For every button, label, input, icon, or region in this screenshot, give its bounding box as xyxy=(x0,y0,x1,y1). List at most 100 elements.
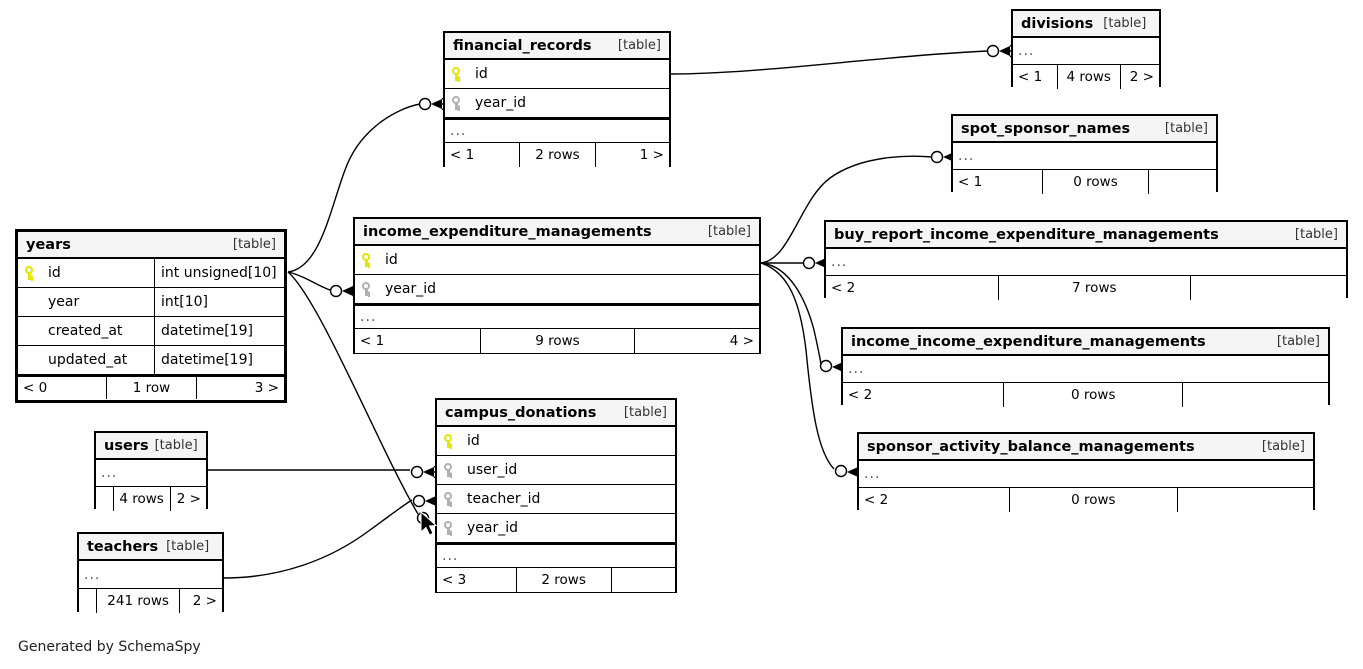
table-teachers-tag: [table] xyxy=(166,539,210,554)
column-years-updated_at[interactable]: updated_at datetime[19] xyxy=(18,346,284,375)
footer-parents[interactable]: < 1 xyxy=(958,174,983,190)
more-columns-ellipsis[interactable]: ... xyxy=(437,543,675,568)
footer-parents[interactable]: < 0 xyxy=(23,380,48,396)
footer-children[interactable]: 2 > xyxy=(179,589,222,613)
column-name: id xyxy=(467,433,480,449)
table-buy_report-header: buy_report_income_expenditure_management… xyxy=(826,222,1346,249)
footer-parents[interactable]: < 1 xyxy=(450,147,475,163)
edge-financial_records-divisions xyxy=(670,50,989,75)
table-campus_donations[interactable]: campus_donations [table] id user_id teac… xyxy=(435,398,677,593)
table-spot_sponsor_names[interactable]: spot_sponsor_names [table] ... < 1 0 row… xyxy=(951,114,1218,194)
footer-rowcount: 241 rows xyxy=(96,589,179,613)
column-campus_donations-user_id[interactable]: user_id xyxy=(437,456,675,485)
table-years-tag: [table] xyxy=(232,237,276,252)
table-years-header: years [table] xyxy=(18,232,284,259)
table-divisions-tag: [table] xyxy=(1103,16,1147,31)
footer-children[interactable]: 1 > xyxy=(595,143,669,167)
table-divisions-name: divisions xyxy=(1021,15,1094,32)
table-financial_records[interactable]: financial_records [table] id year_id ...… xyxy=(443,31,671,167)
column-financial_records-year_id[interactable]: year_id xyxy=(445,89,669,118)
footer-parents[interactable]: < 2 xyxy=(848,387,873,403)
footer-parents[interactable]: < 1 xyxy=(1018,69,1043,85)
column-financial_records-id[interactable]: id xyxy=(445,60,669,89)
footer-parents[interactable] xyxy=(96,487,113,511)
column-campus_donations-year_id[interactable]: year_id xyxy=(437,514,675,543)
footer-rowcount: 0 rows xyxy=(1042,170,1147,194)
column-years-id[interactable]: id int unsigned[10] xyxy=(18,259,284,288)
table-spot_sponsor_names-name: spot_sponsor_names xyxy=(961,120,1131,137)
footer-parents[interactable]: < 2 xyxy=(864,492,889,508)
table-divisions-header: divisions [table] xyxy=(1013,11,1159,38)
table-users-footer: 4 rows 2 > xyxy=(96,487,206,511)
table-sponsor_activity_balance_managements[interactable]: sponsor_activity_balance_managements [ta… xyxy=(857,432,1315,512)
footer-parents[interactable]: < 2 xyxy=(831,280,856,296)
table-buy_report_income_expenditure_managements[interactable]: buy_report_income_expenditure_management… xyxy=(824,220,1348,300)
footer-children[interactable]: 3 > xyxy=(196,377,284,399)
footer-children[interactable] xyxy=(1182,383,1328,407)
foreign-key-icon xyxy=(361,281,371,297)
table-income_expenditure_managements[interactable]: income_expenditure_managements [table] i… xyxy=(353,217,761,354)
footer-children[interactable]: 2 > xyxy=(1119,65,1159,89)
more-columns-ellipsis[interactable]: ... xyxy=(445,118,669,143)
more-columns-ellipsis[interactable]: ... xyxy=(96,460,206,487)
column-left: year_id xyxy=(437,520,675,536)
table-income_income-footer: < 2 0 rows xyxy=(843,383,1328,407)
primary-key-icon xyxy=(443,433,453,449)
foreign-key-icon xyxy=(443,491,453,507)
table-divisions[interactable]: divisions [table] ... < 1 4 rows 2 > xyxy=(1011,9,1161,89)
foreign-key-icon xyxy=(451,95,461,111)
column-left: id xyxy=(437,433,675,449)
footer-parents[interactable]: < 3 xyxy=(442,572,467,588)
footer-children[interactable] xyxy=(1189,276,1346,300)
primary-key-icon xyxy=(451,66,461,82)
column-name: id xyxy=(385,252,398,268)
column-years-created_at[interactable]: created_at datetime[19] xyxy=(18,317,284,346)
more-columns-ellipsis[interactable]: ... xyxy=(79,561,222,589)
footer-children[interactable]: 2 > xyxy=(169,487,206,511)
table-income_expenditure_managements-name: income_expenditure_managements xyxy=(363,223,652,240)
footer-parents[interactable]: < 1 xyxy=(360,333,385,349)
footer-children[interactable]: 4 > xyxy=(633,329,759,353)
edge-teachers-campus_donations xyxy=(223,499,413,579)
more-columns-ellipsis[interactable]: ... xyxy=(843,356,1328,383)
footer-rowcount: 9 rows xyxy=(480,329,634,353)
footer-children[interactable] xyxy=(1147,170,1216,194)
table-income_income_expenditure_managements[interactable]: income_income_expenditure_managements [t… xyxy=(841,327,1330,407)
table-years[interactable]: years [table] id int unsigned[10] year i… xyxy=(15,229,287,403)
table-spot_sponsor_names-header: spot_sponsor_names [table] xyxy=(953,116,1216,143)
table-users[interactable]: users [table] ... 4 rows 2 > xyxy=(94,431,208,511)
column-years-year-left: year xyxy=(18,294,154,310)
more-columns-ellipsis[interactable]: ... xyxy=(355,304,759,329)
footer-children[interactable] xyxy=(610,568,675,592)
footer-children[interactable] xyxy=(1176,488,1313,512)
column-left: year_id xyxy=(355,281,759,297)
column-campus_donations-teacher_id[interactable]: teacher_id xyxy=(437,485,675,514)
column-name: year_id xyxy=(385,281,437,297)
column-type: int[10] xyxy=(154,288,284,316)
column-left: id xyxy=(355,252,759,268)
more-columns-ellipsis[interactable]: ... xyxy=(1013,38,1159,65)
table-financial_records-footer: < 1 2 rows 1 > xyxy=(445,143,669,167)
primary-key-icon xyxy=(24,265,34,281)
more-columns-ellipsis[interactable]: ... xyxy=(859,461,1313,488)
column-name: id xyxy=(48,265,61,281)
footer-parents[interactable] xyxy=(79,589,96,613)
table-income_income-header: income_income_expenditure_managements [t… xyxy=(843,329,1328,356)
foreign-key-icon xyxy=(443,462,453,478)
column-type: datetime[19] xyxy=(154,346,284,374)
table-years-footer: < 0 1 row 3 > xyxy=(18,375,284,399)
table-teachers[interactable]: teachers [table] ... 241 rows 2 > xyxy=(77,532,224,613)
footer-rowcount: 4 rows xyxy=(1056,65,1120,89)
column-left: year_id xyxy=(445,95,669,111)
column-years-year[interactable]: year int[10] xyxy=(18,288,284,317)
column-campus_donations-id[interactable]: id xyxy=(437,427,675,456)
column-iem-id[interactable]: id xyxy=(355,246,759,275)
more-columns-ellipsis[interactable]: ... xyxy=(826,249,1346,276)
column-iem-year_id[interactable]: year_id xyxy=(355,275,759,304)
table-users-name: users xyxy=(104,437,149,454)
table-users-tag: [table] xyxy=(154,438,198,453)
more-columns-ellipsis[interactable]: ... xyxy=(953,143,1216,170)
table-income_income-name: income_income_expenditure_managements xyxy=(851,333,1206,350)
generated-by-caption: Generated by SchemaSpy xyxy=(18,639,201,655)
